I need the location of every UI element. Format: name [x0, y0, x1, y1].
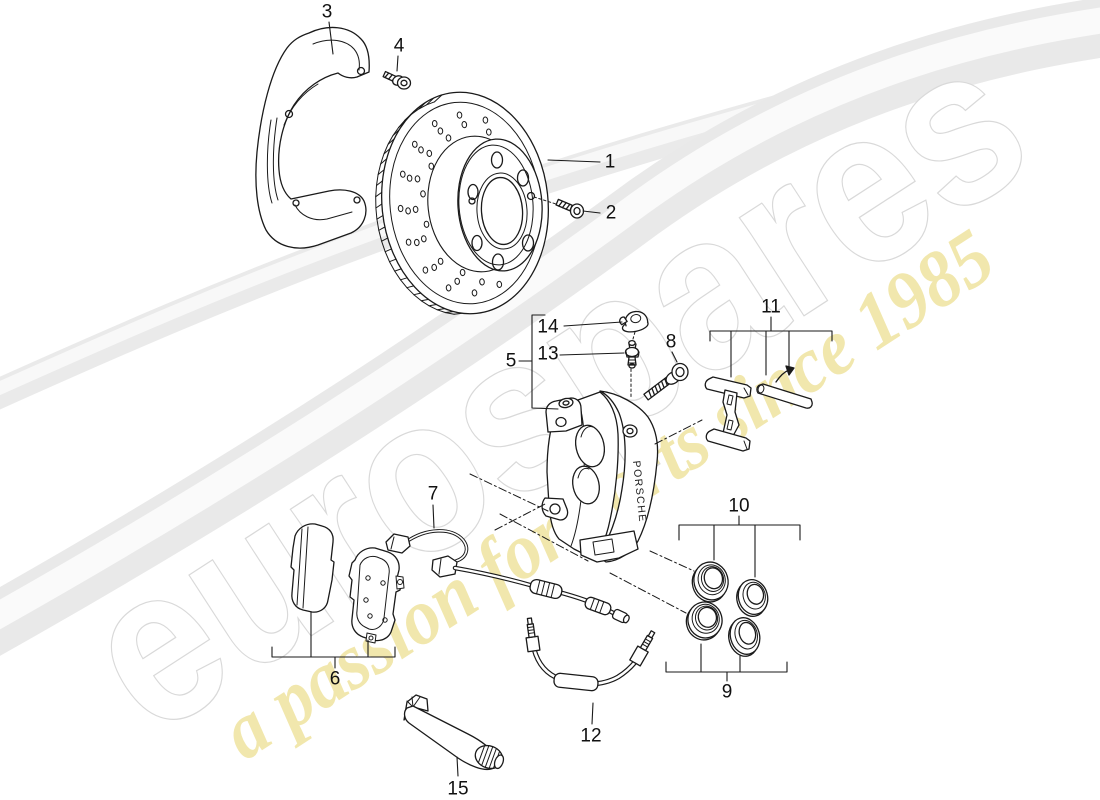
part-cover-plate: [255, 26, 370, 249]
leader-lines: [271, 21, 833, 777]
part-grease-tube: [403, 694, 505, 771]
part-screw-2: [555, 198, 585, 219]
part-seal-piston-set: [685, 561, 769, 657]
part-label-15[interactable]: 15: [447, 778, 469, 800]
part-label-4[interactable]: 4: [393, 35, 405, 57]
part-wear-sensor: [385, 529, 630, 624]
part-bolt: [643, 362, 689, 401]
small-dotted-links: [533, 196, 636, 400]
part-label-6[interactable]: 6: [329, 668, 341, 690]
part-label-5[interactable]: 5: [505, 350, 517, 372]
part-brake-pads: [290, 523, 405, 644]
part-label-2[interactable]: 2: [605, 202, 617, 224]
part-caliper: PORSCHE: [541, 390, 659, 563]
part-label-9[interactable]: 9: [721, 681, 733, 703]
part-bleeder-valve: [624, 339, 640, 369]
part-label-8[interactable]: 8: [665, 331, 677, 353]
part-label-14[interactable]: 14: [537, 316, 559, 338]
part-label-1[interactable]: 1: [604, 151, 616, 173]
part-label-3[interactable]: 3: [321, 1, 333, 23]
assembly-axis-lines: [469, 419, 703, 614]
part-label-10[interactable]: 10: [728, 495, 750, 517]
part-label-13[interactable]: 13: [537, 343, 559, 365]
part-cap: [619, 310, 649, 333]
part-spring-kit: [704, 365, 813, 452]
part-label-12[interactable]: 12: [580, 725, 602, 747]
part-label-11[interactable]: 11: [761, 296, 781, 318]
part-screw-4: [382, 70, 412, 90]
part-brake-disc: [375, 91, 550, 315]
part-brake-hose: [525, 617, 656, 692]
part-label-7[interactable]: 7: [427, 483, 439, 505]
